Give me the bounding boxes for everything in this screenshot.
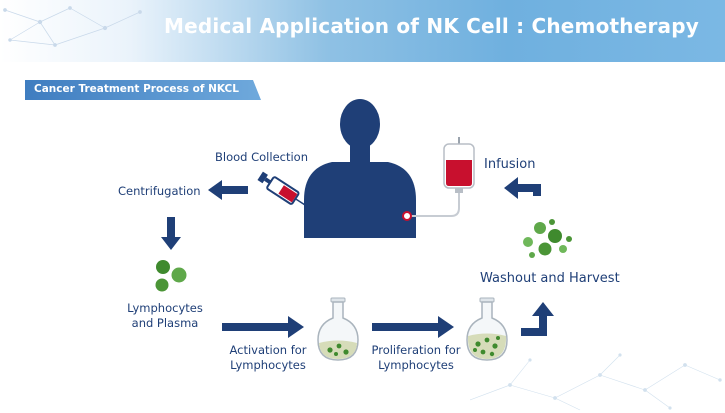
network-decoration-icon xyxy=(470,353,722,411)
lymphocyte-cells-icon xyxy=(155,260,187,292)
page-title: Medical Application of NK Cell : Chemoth… xyxy=(164,14,699,38)
badge-shape xyxy=(25,80,261,100)
iv-tube-icon xyxy=(408,192,460,217)
iv-blood-bag-icon xyxy=(443,137,475,193)
arrow-down-icon xyxy=(161,217,181,250)
network-decoration-icon xyxy=(3,6,142,47)
arrow-up-bent-icon xyxy=(521,302,554,336)
label-line: Lymphocytes xyxy=(230,358,306,372)
label-washout-harvest: Washout and Harvest xyxy=(480,271,620,286)
label-proliferation: Proliferation for Lymphocytes xyxy=(361,343,471,373)
activation-flask-icon xyxy=(317,297,359,361)
flow-arrows xyxy=(161,177,554,338)
iv-insertion-icon xyxy=(402,211,412,221)
arrow-up-left-icon xyxy=(504,177,541,199)
proliferation-flask-icon xyxy=(466,297,508,361)
label-lymphocytes-plasma: Lymphocytes and Plasma xyxy=(125,301,205,331)
label-activation: Activation for Lymphocytes xyxy=(222,343,314,373)
header-banner: Medical Application of NK Cell : Chemoth… xyxy=(0,0,725,62)
label-line: Activation for xyxy=(229,343,307,357)
label-blood-collection: Blood Collection xyxy=(215,150,308,164)
label-line: and Plasma xyxy=(131,316,199,330)
label-line: Proliferation for xyxy=(371,343,461,357)
arrow-right-icon xyxy=(372,316,454,338)
human-silhouette-icon xyxy=(304,99,416,238)
badge-label: Cancer Treatment Process of NKCL xyxy=(34,83,239,95)
arrow-right-icon xyxy=(222,316,304,338)
label-infusion: Infusion xyxy=(484,157,536,172)
label-centrifugation: Centrifugation xyxy=(118,184,201,198)
label-line: Lymphocytes xyxy=(378,358,454,372)
syringe-icon xyxy=(257,171,308,207)
harvested-cells-icon xyxy=(523,219,572,258)
label-line: Lymphocytes xyxy=(127,301,203,315)
section-badge: Cancer Treatment Process of NKCL xyxy=(25,80,261,100)
arrow-left-icon xyxy=(208,180,248,200)
